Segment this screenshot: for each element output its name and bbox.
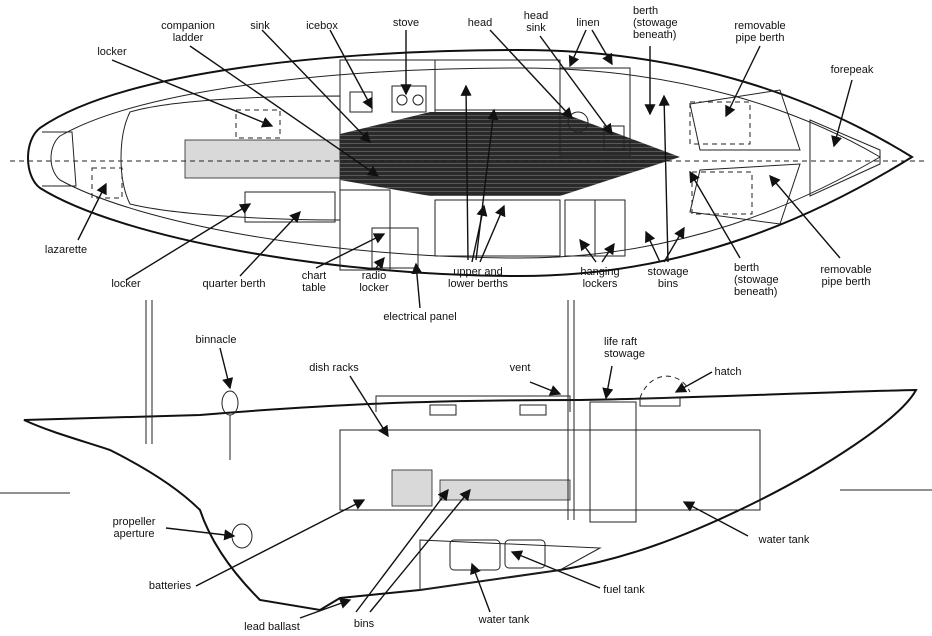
label-locker-bottom: locker <box>111 278 141 290</box>
label-propeller-aperture: propeller aperture <box>112 516 156 540</box>
label-life-raft-stowage: life raft stowage <box>604 336 645 360</box>
keel <box>419 539 602 591</box>
plan-view <box>10 48 925 278</box>
label-electrical-panel: electrical panel <box>383 311 457 323</box>
bins-front <box>439 479 571 501</box>
label-water-tank-bottom: water tank <box>478 614 530 626</box>
label-batteries: batteries <box>148 580 192 592</box>
profile-view <box>0 300 932 612</box>
label-hanging-lockers: hanging lockers <box>580 266 620 290</box>
life-raft-locker <box>589 401 637 523</box>
forepeak-bulkhead <box>809 119 881 197</box>
water-tank-box <box>449 539 501 571</box>
label-removable-pipe-berth-top: removable pipe berth <box>734 20 786 44</box>
fuel-tank-box <box>504 539 546 569</box>
label-stowage-bins: stowage bins <box>647 266 689 290</box>
lazarette-hatch <box>91 167 123 199</box>
label-upper-lower-berths: upper and lower berths <box>448 266 508 290</box>
label-radio-locker: radio locker <box>359 270 389 294</box>
plan-hull-outline <box>27 48 914 278</box>
label-companion-ladder: companion ladder <box>161 20 215 44</box>
lower-berth <box>434 199 561 257</box>
quarter-berth-box <box>244 191 336 223</box>
label-berth-top: berth (stowage beneath) <box>633 5 678 41</box>
label-removable-pipe-berth-bottom: removable pipe berth <box>820 264 872 288</box>
label-water-tank-right: water tank <box>758 534 810 546</box>
locker-front <box>391 469 433 507</box>
label-vent: vent <box>509 362 531 374</box>
chart-table-box <box>339 189 391 271</box>
head-sink-basin <box>603 125 625 151</box>
label-binnacle: binnacle <box>195 334 237 346</box>
interior <box>339 429 761 511</box>
propeller <box>231 523 253 549</box>
label-lazarette: lazarette <box>44 244 88 256</box>
label-chart-table: chart table <box>301 270 327 294</box>
label-quarter-berth: quarter berth <box>202 278 266 290</box>
pipe-berth-bottom <box>691 171 753 215</box>
label-locker-top: locker <box>97 46 127 58</box>
locker-hatch <box>235 109 281 139</box>
label-lead-ballast: lead ballast <box>244 621 300 633</box>
leader-lines <box>77 29 853 619</box>
label-stove: stove <box>392 17 420 29</box>
label-dish-racks: dish racks <box>309 362 359 374</box>
stove-burner <box>396 94 408 106</box>
stove-burner <box>412 94 424 106</box>
fwd-berth-bottom <box>689 163 801 225</box>
hatch-swing <box>639 375 691 399</box>
label-sink: sink <box>250 20 270 32</box>
label-head: head <box>467 17 493 29</box>
label-linen: linen <box>576 17 600 29</box>
porthole <box>519 404 547 416</box>
cabin-sole <box>340 112 680 196</box>
fwd-berth-top <box>689 89 801 151</box>
label-bins: bins <box>353 618 375 630</box>
label-forepeak: forepeak <box>830 64 874 76</box>
porthole <box>429 404 457 416</box>
binnacle-body <box>221 390 239 416</box>
head-compartment <box>559 67 631 157</box>
cockpit-seat <box>184 139 341 179</box>
label-fuel-tank: fuel tank <box>603 584 645 596</box>
label-icebox: icebox <box>306 20 338 32</box>
pipe-berth-top <box>689 101 751 145</box>
radio-locker-box <box>371 227 419 269</box>
lazarette-outline <box>42 131 77 187</box>
cabin-top <box>375 395 571 412</box>
label-berth-bottom: berth (stowage beneath) <box>734 262 779 298</box>
hatch-lid <box>639 397 681 407</box>
label-hatch: hatch <box>714 366 742 378</box>
head-toilet <box>567 111 589 133</box>
label-head-sink: head sink <box>523 10 549 34</box>
plan-deck-line <box>50 67 881 259</box>
